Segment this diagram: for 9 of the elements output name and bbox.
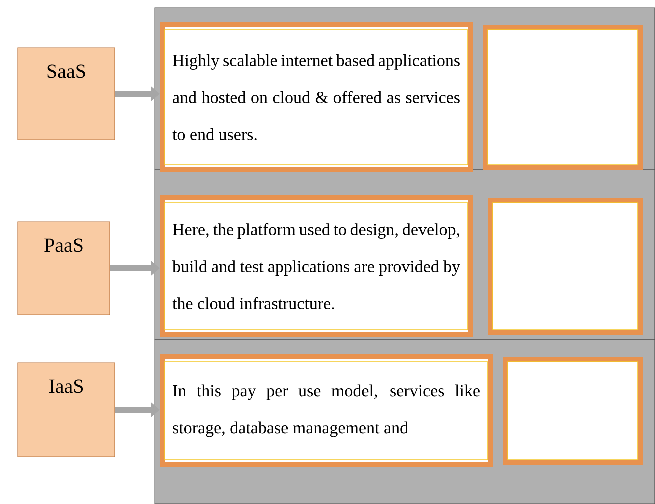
category-box: IaaS <box>18 362 116 458</box>
description-box: Highly scalable internet based applications and hosted on cloud & offered as services to end users. <box>160 22 473 172</box>
example-box <box>483 25 643 170</box>
example-box <box>488 198 643 335</box>
category-box: SaaS <box>18 48 116 140</box>
description-box: In this pay per use model, services like storage, database management and <box>160 354 493 468</box>
example-box <box>503 357 643 465</box>
category-box: PaaS <box>18 222 110 316</box>
description-box: Here, the platform used to design, develop, build and test applications are provided by the cloud infrastructure. <box>160 196 473 338</box>
